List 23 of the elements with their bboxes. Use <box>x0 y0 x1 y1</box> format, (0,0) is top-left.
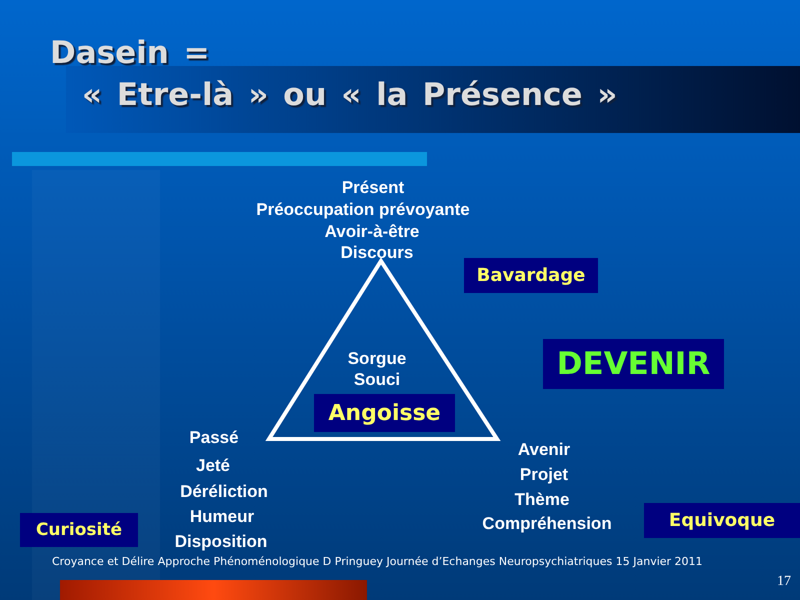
vertex-label: Disposition <box>174 532 268 552</box>
vertex-label: Avenir <box>518 440 570 460</box>
page-number: 17 <box>777 574 791 590</box>
center-text: Souci <box>354 370 400 390</box>
vertex-label: Humeur <box>190 507 254 527</box>
center-text: Sorgue <box>348 349 406 369</box>
keyword-box: Curiosité <box>20 513 138 547</box>
keyword-box: DEVENIR <box>543 339 724 389</box>
vertex-label: Compréhension <box>482 514 612 534</box>
vertex-label: Présent <box>342 178 404 198</box>
keyword-box: Equivoque <box>644 503 800 538</box>
keyword-box: Bavardage <box>464 258 598 293</box>
vertex-label: Discours <box>340 243 414 263</box>
keyword-box: Angoisse <box>314 394 455 432</box>
vertex-label: Jeté <box>196 456 230 476</box>
vertex-label: Thème <box>514 490 570 510</box>
vertex-label: Préoccupation prévoyante <box>256 200 470 220</box>
footer-text: Croyance et Délire Approche Phénoménologique D Pringuey Journée d’Echanges Neuropsychiatriques 15 Janvier 2011 <box>52 555 703 569</box>
vertex-label: Passé <box>189 428 239 448</box>
slide-title: Dasein = « Etre-là » ou « la Présence » <box>50 34 618 115</box>
vertex-label: Projet <box>520 465 568 485</box>
vertex-label: Avoir-à-être <box>324 222 420 242</box>
vertex-label: Déréliction <box>180 482 268 502</box>
